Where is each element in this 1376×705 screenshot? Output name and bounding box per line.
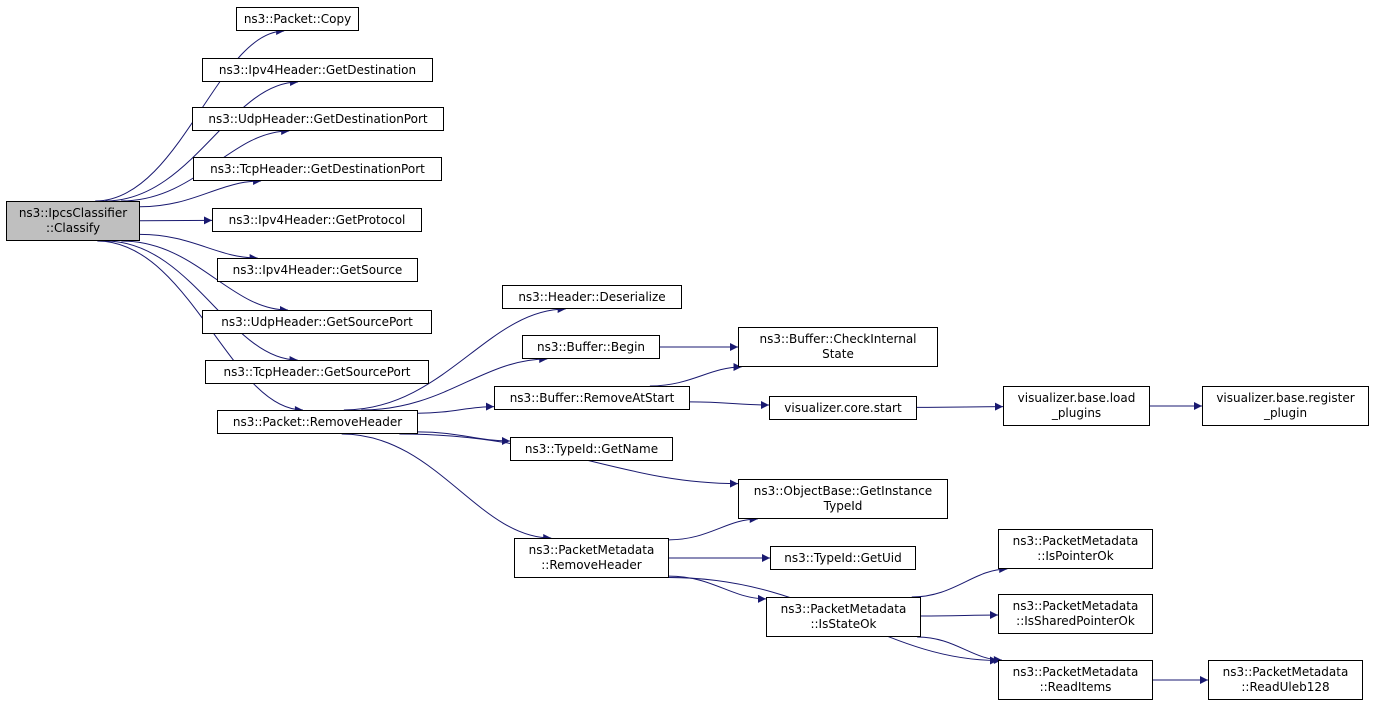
edge-packet_removeheader-to-typeid_getname	[417, 431, 511, 445]
edge-classify-to-tcp_getdestport	[139, 177, 262, 208]
edge-packet_removeheader-to-pm_removeheader	[341, 433, 552, 542]
node-label-line2: TypeId	[823, 499, 863, 513]
node-label: ns3::TcpHeader::GetDestinationPort	[210, 161, 425, 176]
node-label-line1: ns3::PacketMetadata	[780, 602, 907, 616]
node-label: ns3::Ipv4Header::GetProtocol	[228, 212, 406, 227]
node-packet-removeheader[interactable]: ns3::Packet::RemoveHeader	[217, 410, 418, 434]
edge-classify-to-ipv4_getdest	[105, 78, 299, 202]
node-header-deserialize[interactable]: ns3::Header::Deserialize	[502, 285, 682, 309]
node-label-line2: State	[822, 347, 854, 361]
edge-pm_isstateok-to-pm_issharedpointerok	[920, 611, 999, 620]
node-udpheader-getsourceport[interactable]: ns3::UdpHeader::GetSourcePort	[202, 310, 432, 334]
node-visualizer-base-registerplugin[interactable]: visualizer.base.register _plugin	[1202, 386, 1369, 426]
node-udpheader-getdestinationport[interactable]: ns3::UdpHeader::GetDestinationPort	[192, 107, 444, 131]
edge-packet_removeheader-to-buffer_removeatstart	[417, 402, 495, 414]
node-label-line1: visualizer.base.register	[1216, 391, 1355, 405]
node-buffer-begin[interactable]: ns3::Buffer::Begin	[522, 335, 660, 359]
edge-classify-to-udp_getsrcport	[121, 240, 289, 314]
edge-buffer_removeatstart-to-vis_core_start	[689, 401, 770, 410]
node-buffer-checkinternalstate[interactable]: ns3::Buffer::CheckInternal State	[738, 327, 938, 367]
node-tcpheader-getsourceport[interactable]: ns3::TcpHeader::GetSourcePort	[205, 360, 429, 384]
node-label-line2: ::RemoveHeader	[541, 558, 642, 572]
edge-classify-to-ipv4_getsrc	[139, 233, 258, 262]
node-label-line2: _plugin	[1263, 406, 1308, 420]
node-label: ns3::TcpHeader::GetSourcePort	[223, 364, 411, 379]
node-label-line2: ::ReadItems	[1039, 680, 1112, 694]
node-packetmetadata-isstateok[interactable]: ns3::PacketMetadata ::IsStateOk	[766, 597, 921, 637]
node-objectbase-getinstancetypeid[interactable]: ns3::ObjectBase::GetInstance TypeId	[738, 479, 948, 519]
node-label: ns3::UdpHeader::GetDestinationPort	[208, 111, 428, 126]
node-typeid-getuid[interactable]: ns3::TypeId::GetUid	[770, 546, 916, 570]
node-label: ns3::UdpHeader::GetSourcePort	[221, 314, 413, 329]
node-ipv4header-getdestination[interactable]: ns3::Ipv4Header::GetDestination	[202, 58, 433, 82]
node-visualizer-base-loadplugins[interactable]: visualizer.base.load _plugins	[1003, 386, 1150, 426]
node-packetmetadata-ispointerok[interactable]: ns3::PacketMetadata ::IsPointerOk	[998, 529, 1153, 569]
node-packetmetadata-removeheader[interactable]: ns3::PacketMetadata ::RemoveHeader	[514, 538, 669, 578]
node-label: ns3::Packet::RemoveHeader	[232, 414, 403, 429]
node-label-line1: ns3::PacketMetadata	[1012, 665, 1139, 679]
edge-pm_removeheader-to-objectbase_getinstance	[668, 515, 758, 541]
node-label-line2: _plugins	[1051, 406, 1102, 420]
node-packet-copy[interactable]: ns3::Packet::Copy	[236, 7, 359, 31]
node-label-line2: ::IsStateOk	[810, 617, 877, 631]
node-label: ns3::Buffer::Begin	[536, 339, 646, 354]
node-label-line1: ns3::PacketMetadata	[1012, 534, 1139, 548]
node-tcpheader-getdestinationport[interactable]: ns3::TcpHeader::GetDestinationPort	[193, 157, 442, 181]
node-label: ns3::TypeId::GetUid	[784, 550, 902, 565]
node-label: ns3::Ipv4Header::GetDestination	[218, 62, 417, 77]
node-visualizer-core-start[interactable]: visualizer.core.start	[769, 396, 917, 420]
node-label-line1: visualizer.base.load	[1017, 391, 1136, 405]
node-label-line1: ns3::PacketMetadata	[1012, 599, 1139, 613]
node-label-line2: ::Classify	[45, 221, 101, 235]
edge-pm_isstateok-to-pm_readitems	[917, 636, 1002, 664]
node-label: ns3::Packet::Copy	[243, 11, 352, 26]
node-label: ns3::Header::Deserialize	[518, 289, 666, 304]
edge-packet_removeheader-to-buffer_begin	[361, 355, 548, 411]
node-typeid-getname[interactable]: ns3::TypeId::GetName	[510, 437, 673, 461]
node-label-line1: ns3::PacketMetadata	[528, 543, 655, 557]
node-label-line1: ns3::PacketMetadata	[1222, 665, 1349, 679]
edge-classify-to-tcp_getsrcport	[105, 240, 298, 364]
node-label-line2: ::ReadUleb128	[1241, 680, 1330, 694]
edge-pm_removeheader-to-pm_isstateok	[668, 575, 767, 603]
node-label-line2: ::IsPointerOk	[1037, 549, 1114, 563]
edge-pm_isstateok-to-pm_ispointerok	[911, 565, 1008, 598]
edge-vis_core_start-to-vis_base_load	[916, 402, 1004, 411]
node-ipcsclassifier-classify: ns3::IpcsClassifier ::Classify	[6, 201, 140, 241]
node-ipv4header-getsource[interactable]: ns3::Ipv4Header::GetSource	[217, 258, 418, 282]
edge-packet_removeheader-to-header_deserialize	[343, 305, 566, 411]
node-buffer-removeatstart[interactable]: ns3::Buffer::RemoveAtStart	[494, 386, 690, 410]
node-label-line1: ns3::ObjectBase::GetInstance	[753, 484, 933, 498]
node-packetmetadata-readitems[interactable]: ns3::PacketMetadata ::ReadItems	[998, 660, 1153, 700]
node-label: ns3::Buffer::RemoveAtStart	[509, 390, 675, 405]
node-label: ns3::Ipv4Header::GetSource	[232, 262, 403, 277]
node-packetmetadata-issharedpointerok[interactable]: ns3::PacketMetadata ::IsSharedPointerOk	[998, 594, 1153, 634]
node-label-line1: ns3::IpcsClassifier	[18, 206, 128, 220]
node-label-line1: ns3::Buffer::CheckInternal	[759, 332, 917, 346]
node-label: ns3::TypeId::GetName	[524, 441, 659, 456]
node-ipv4header-getprotocol[interactable]: ns3::Ipv4Header::GetProtocol	[212, 208, 422, 232]
edge-buffer_removeatstart-to-buffer_checkinternal	[649, 363, 742, 387]
node-packetmetadata-readuleb128[interactable]: ns3::PacketMetadata ::ReadUleb128	[1208, 660, 1363, 700]
node-label: visualizer.core.start	[784, 400, 902, 415]
node-label-line2: ::IsSharedPointerOk	[1016, 614, 1135, 628]
